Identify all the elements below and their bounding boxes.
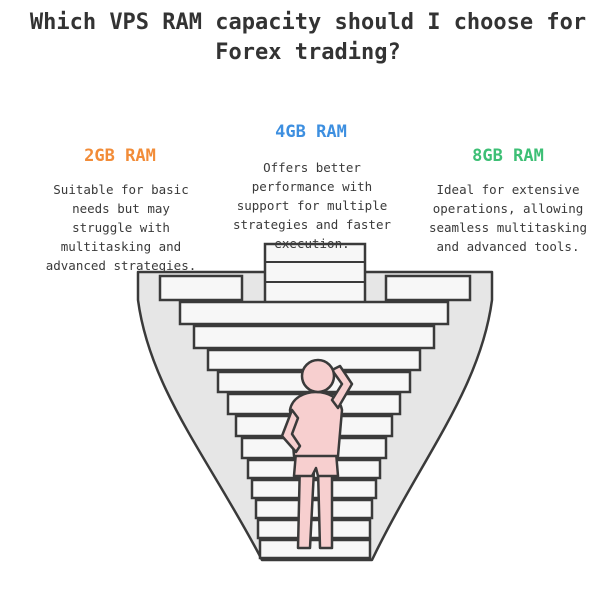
description-line: seamless multitasking [428,220,588,235]
option-2gb-description: Suitable for basic needs but may struggl… [30,180,212,275]
description-line: needs but may [72,201,170,216]
description-line: Ideal for extensive [436,182,580,197]
step [254,498,374,520]
description-line: performance with [251,179,373,194]
description-line: advanced strategies. [45,258,197,273]
description-line: strategies and faster [232,217,392,232]
step [256,518,372,540]
step [192,324,436,350]
description-line: struggle with [72,220,170,235]
option-2gb-heading: 2GB RAM [84,146,156,166]
description-line: operations, allowing [432,201,584,216]
step [178,300,450,326]
title-line-2: Forex trading? [215,40,401,65]
description-line: Offers better [263,160,361,175]
step [258,538,372,560]
title-line-1: Which VPS RAM capacity should I choose f… [29,10,587,35]
option-4gb-heading: 4GB RAM [275,122,347,142]
option-8gb-heading: 8GB RAM [472,146,544,166]
option-4gb-description: Offers better performance with support f… [222,158,402,253]
description-line: support for multiple [236,198,388,213]
right-ledge [384,274,472,302]
left-arm [280,408,302,454]
description-line: execution. [274,236,350,251]
description-line: and advanced tools. [436,239,580,254]
option-8gb-description: Ideal for extensive operations, allowing… [420,180,596,256]
description-line: multitasking and [60,239,182,254]
center-tower [263,242,367,306]
head [300,358,336,394]
thinking-person-figure [280,358,354,550]
diagram-title: Which VPS RAM capacity should I choose f… [0,8,616,68]
description-line: Suitable for basic [53,182,189,197]
left-ledge [158,274,244,302]
